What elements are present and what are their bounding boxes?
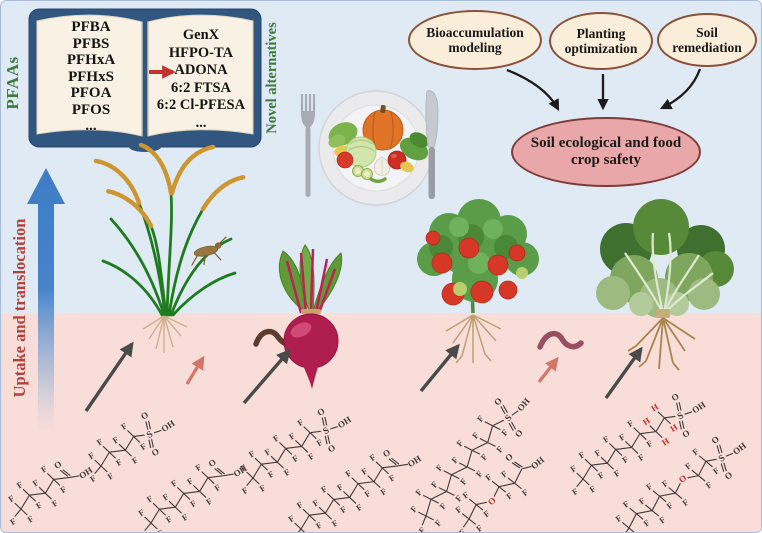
rice-roots xyxy=(142,315,188,353)
bubble-planting-optimization: Planting optimization xyxy=(549,12,653,70)
uptake-arrow xyxy=(27,168,65,431)
arrow-to-tomato xyxy=(419,343,460,393)
arrow-to-beet xyxy=(242,348,291,405)
alternatives-list: GenX HFPO-TA ADONA 6:2 FTSA 6:2 Cl-PFESA… xyxy=(147,27,255,132)
grasshopper-icon xyxy=(191,236,227,266)
alternative-item: ... xyxy=(195,114,207,131)
novel-alternatives-label: Novel alternatives xyxy=(264,22,280,134)
rice-plant xyxy=(93,142,248,353)
pfaa-item: PFBA xyxy=(71,19,111,35)
kale-plant xyxy=(596,199,734,371)
rice-panicles xyxy=(93,142,248,229)
alternative-item: 6:2 FTSA xyxy=(170,79,232,96)
tomato-roots xyxy=(445,314,502,364)
alternative-item: HFPO-TA xyxy=(168,44,234,61)
exposure-arrows xyxy=(84,341,643,412)
tomato-fruit xyxy=(336,151,354,169)
squash xyxy=(400,161,414,173)
bubble-bioaccumulation-modeling: Bioaccumulation modeling xyxy=(408,10,542,70)
plate-of-vegetables xyxy=(318,90,434,206)
fork-icon xyxy=(300,94,316,197)
pfaa-list: PFBA PFBS PFHxA PFHxS PFOA PFOS ... xyxy=(41,19,141,135)
pfaa-item: PFBS xyxy=(72,35,110,52)
outcome-label: Soil ecological and food crop safety xyxy=(530,134,682,168)
beetroot-plant xyxy=(278,244,343,389)
worm-arrows xyxy=(185,355,559,385)
pfaa-item: PFOA xyxy=(70,85,112,101)
alternative-item: 6:2 Cl-PFESA xyxy=(156,97,246,113)
arrow-to-worm-right xyxy=(537,356,559,383)
bubble-label: Soil remediation xyxy=(672,24,742,55)
strategy-arrows xyxy=(506,68,702,112)
pfaa-item: PFHxS xyxy=(68,68,114,85)
pfaa-item: PFOS xyxy=(71,101,111,118)
arrow-to-worm-left xyxy=(185,355,205,385)
bubble-outcome: Soil ecological and food crop safety xyxy=(511,117,701,187)
pfaa-book xyxy=(28,8,262,152)
pfaas-label: PFAAs xyxy=(3,56,22,110)
earthworm-right xyxy=(537,330,584,350)
arrow-remediation xyxy=(659,68,702,110)
pfaa-item: ... xyxy=(85,118,97,134)
alternative-item: GenX xyxy=(182,27,220,43)
arrow-to-kale xyxy=(604,346,643,399)
bubble-soil-remediation: Soil remediation xyxy=(657,13,757,67)
bubble-label: Bioaccumulation modeling xyxy=(426,24,524,55)
arrow-to-rice xyxy=(84,341,134,412)
tomato-fruits xyxy=(425,230,526,306)
knife-icon xyxy=(425,90,439,199)
arrow-bioaccumulation xyxy=(506,68,560,112)
pfaa-item: PFHxA xyxy=(66,52,116,68)
bubble-label: Planting optimization xyxy=(564,25,638,56)
uptake-translocation-label: Uptake and translocation xyxy=(10,218,29,398)
pea-pod xyxy=(369,177,387,183)
kale-roots xyxy=(627,317,696,371)
alternative-item: ADONA xyxy=(174,62,228,78)
tomato-plant xyxy=(417,199,539,364)
